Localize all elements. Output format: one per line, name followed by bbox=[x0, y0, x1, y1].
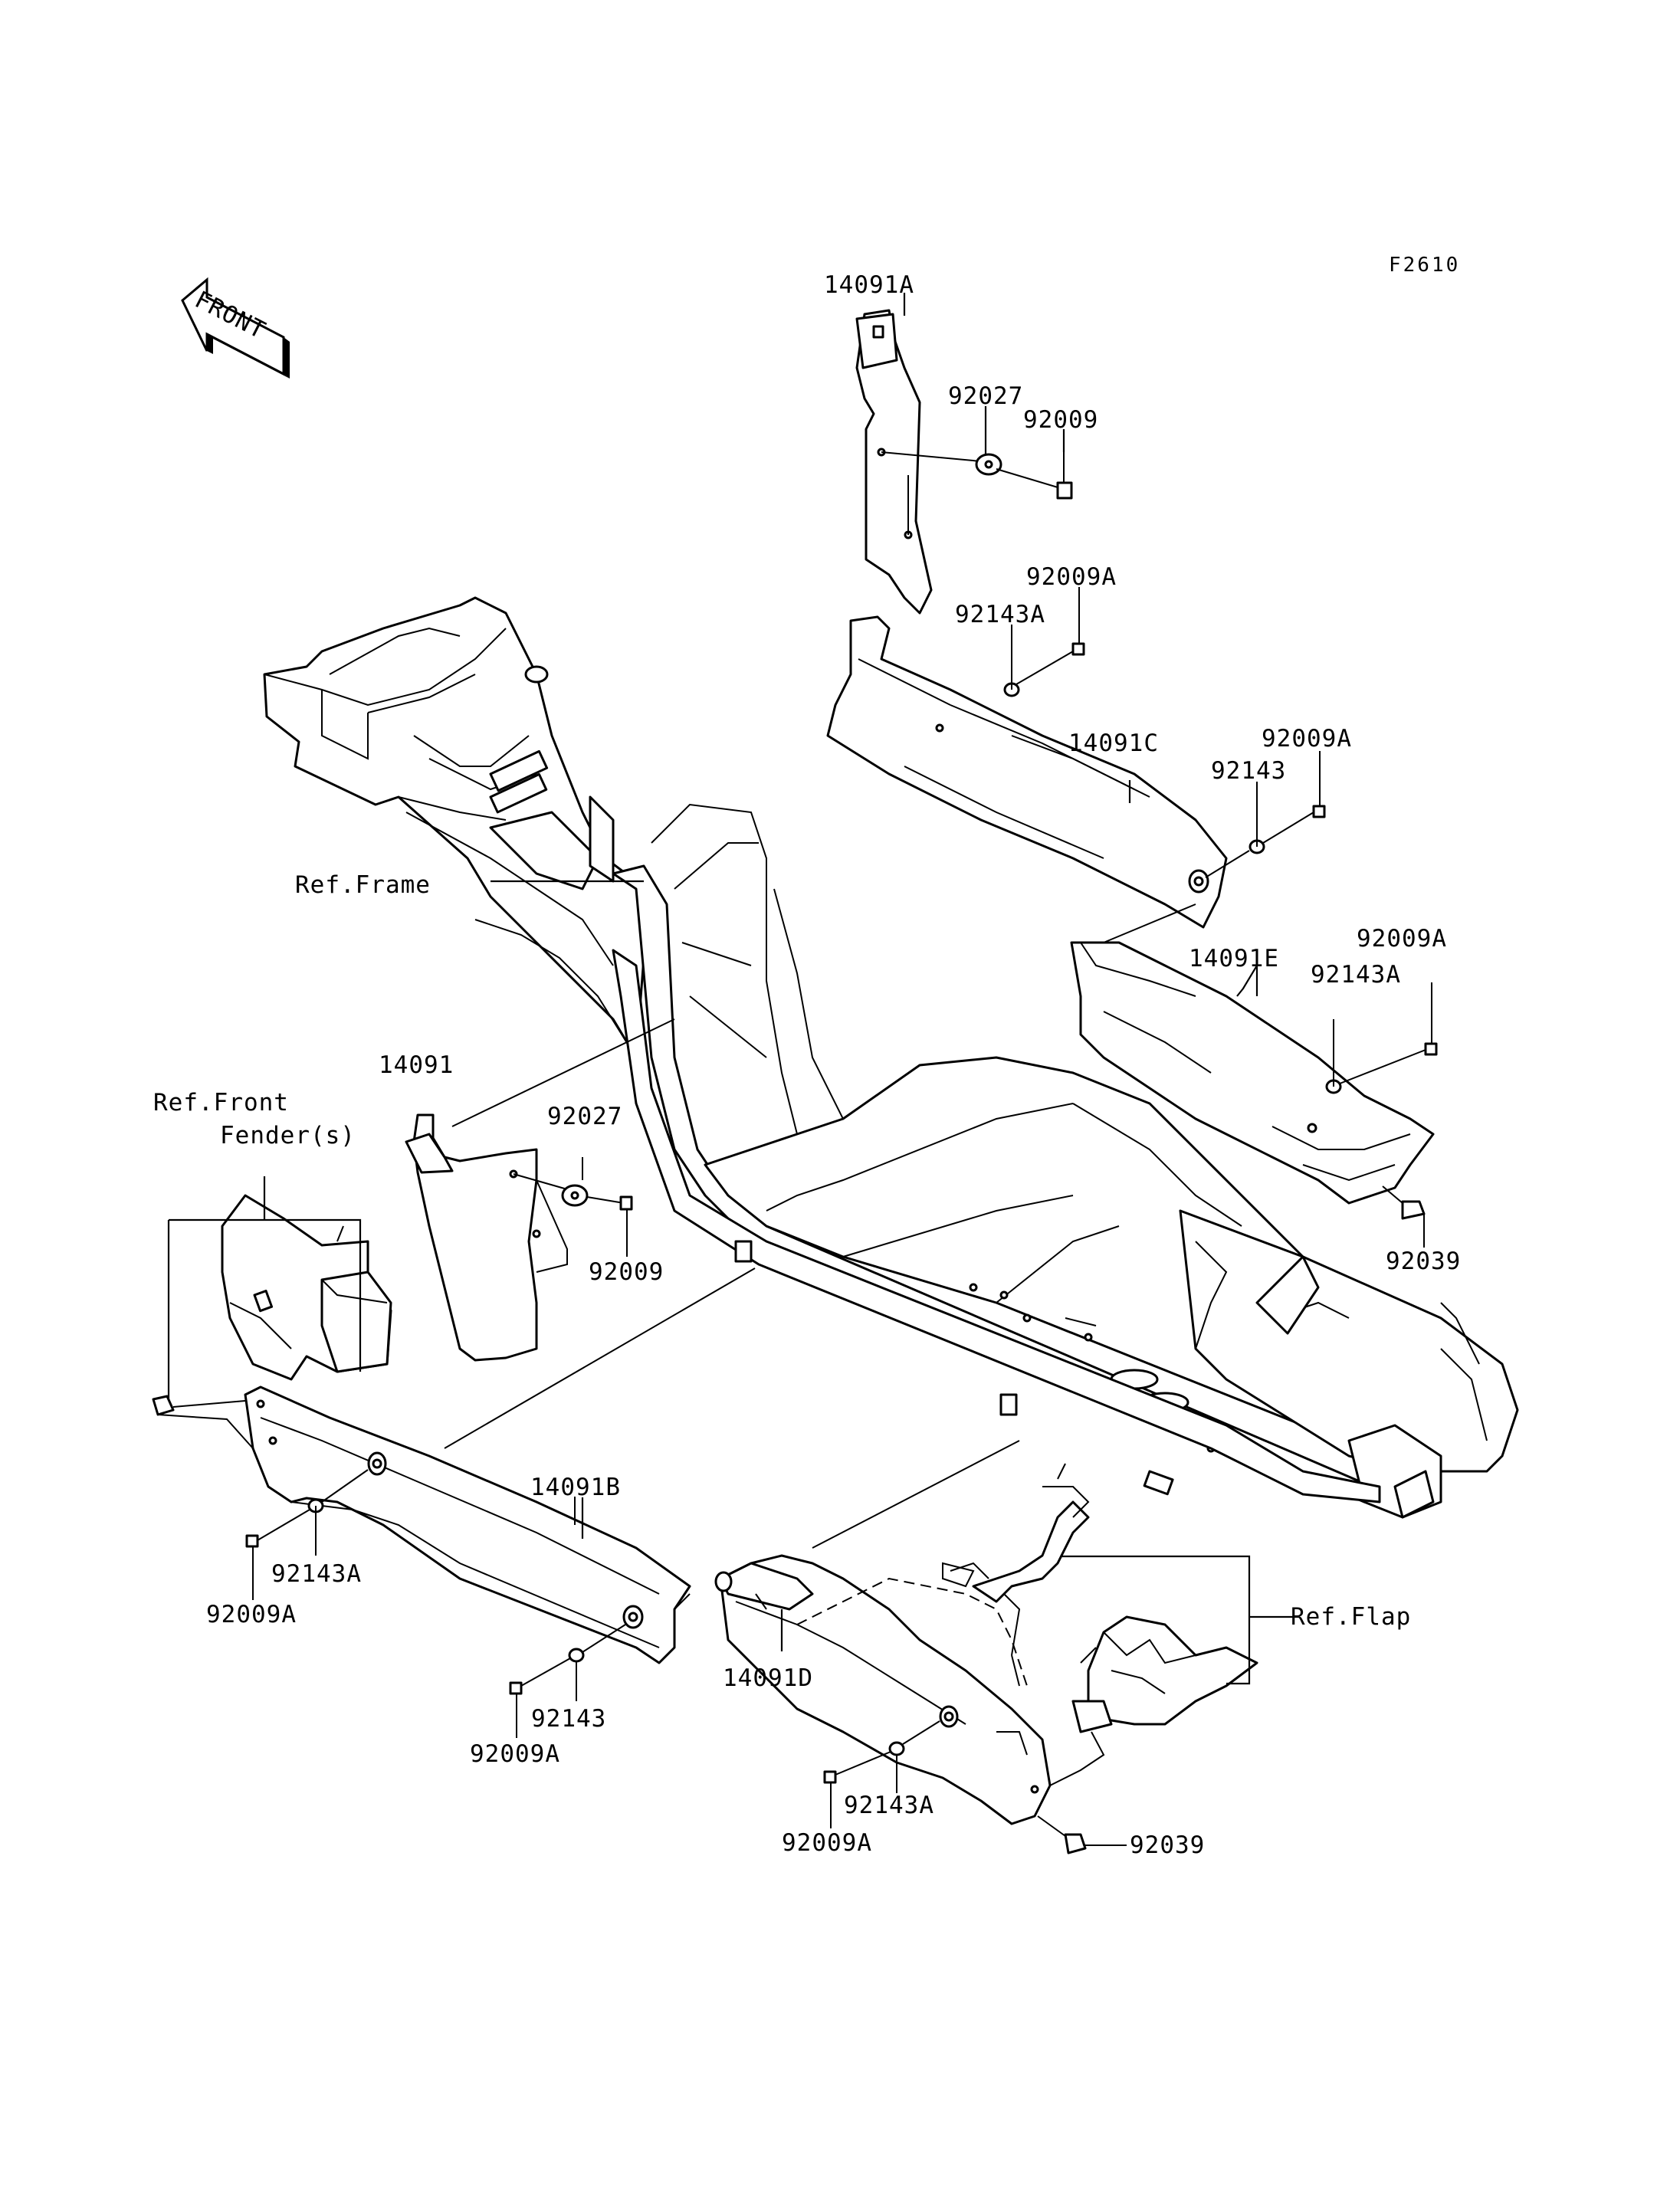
bolt-92009A-b2 bbox=[509, 1658, 571, 1738]
label-14091A: 14091A bbox=[824, 271, 914, 299]
part-14091B bbox=[244, 1267, 756, 1664]
label-92027-mid: 92027 bbox=[547, 1103, 622, 1130]
label-92027-top: 92027 bbox=[948, 382, 1023, 410]
label-14091D: 14091D bbox=[723, 1664, 813, 1692]
bolt-92009-top bbox=[996, 452, 1073, 500]
label-14091E: 14091E bbox=[1189, 945, 1279, 972]
part-14091C bbox=[826, 615, 1228, 929]
part-14091 bbox=[405, 1018, 675, 1362]
clip-fender bbox=[152, 1395, 254, 1449]
part-14091E bbox=[1070, 903, 1435, 1205]
label-92143A-4: 92143A bbox=[844, 1792, 934, 1819]
label-ref-front-fender-line2: Fender(s) bbox=[220, 1122, 356, 1149]
clip-92039-right bbox=[1382, 1185, 1426, 1248]
leader-lines bbox=[491, 293, 1258, 1651]
part-labels: 14091A 92027 92009 92009A 92143A 14091C … bbox=[153, 271, 1461, 1859]
bolt-92009A-e bbox=[1339, 982, 1438, 1084]
nut-92143A-upper bbox=[1003, 625, 1020, 697]
label-92143-2: 92143 bbox=[531, 1705, 606, 1733]
label-92009A-6: 92009A bbox=[782, 1829, 872, 1857]
label-92039-bottom: 92039 bbox=[1130, 1831, 1205, 1859]
label-92009A-3: 92009A bbox=[1357, 925, 1447, 953]
bolt-92009A-b bbox=[245, 1509, 310, 1600]
ref-front-fender bbox=[167, 1176, 392, 1410]
label-92009-mid: 92009 bbox=[589, 1258, 664, 1286]
label-92143A-2: 92143A bbox=[1311, 961, 1401, 989]
label-92143A-3: 92143A bbox=[271, 1560, 362, 1588]
label-ref-front-fender-line1: Ref.Front bbox=[153, 1089, 289, 1117]
part-14091A bbox=[855, 309, 982, 615]
nut-92143-c bbox=[1205, 782, 1265, 878]
label-ref-flap: Ref.Flap bbox=[1291, 1603, 1411, 1631]
label-92009A-5: 92009A bbox=[470, 1740, 560, 1768]
washer-92027-top bbox=[975, 453, 1002, 476]
nut-92143A-b bbox=[307, 1469, 369, 1556]
label-14091: 14091 bbox=[379, 1051, 454, 1079]
nut-92143A-d bbox=[888, 1720, 940, 1793]
bolt-92009A-d bbox=[823, 1751, 891, 1828]
label-92009A-1: 92009A bbox=[1026, 563, 1117, 591]
label-92143-1: 92143 bbox=[1211, 757, 1286, 785]
nut-92143-b bbox=[568, 1624, 626, 1701]
washer-92027-mid bbox=[561, 1157, 589, 1207]
front-direction-arrow-icon: FRONT bbox=[181, 277, 290, 379]
bolt-92009A-upper bbox=[1016, 587, 1085, 685]
clip-92039-bottom bbox=[1037, 1815, 1127, 1854]
label-92009A-4: 92009A bbox=[206, 1601, 297, 1628]
label-92009-top: 92009 bbox=[1023, 406, 1098, 434]
bolt-92009A-c bbox=[1262, 751, 1326, 844]
bolt-92009-mid bbox=[586, 1195, 633, 1257]
frame bbox=[263, 596, 1519, 1519]
label-14091B: 14091B bbox=[530, 1474, 621, 1501]
label-92039-right: 92039 bbox=[1386, 1248, 1461, 1275]
diagram-code: F2610 bbox=[1389, 254, 1460, 277]
label-92143A-1: 92143A bbox=[955, 601, 1045, 628]
label-92009A-2: 92009A bbox=[1262, 725, 1352, 753]
part-14091D bbox=[714, 1440, 1052, 1825]
nut-92143A-e bbox=[1325, 1019, 1342, 1094]
label-ref-frame: Ref.Frame bbox=[295, 871, 431, 899]
label-14091C: 14091C bbox=[1068, 730, 1159, 757]
ref-flap bbox=[942, 1463, 1298, 1786]
